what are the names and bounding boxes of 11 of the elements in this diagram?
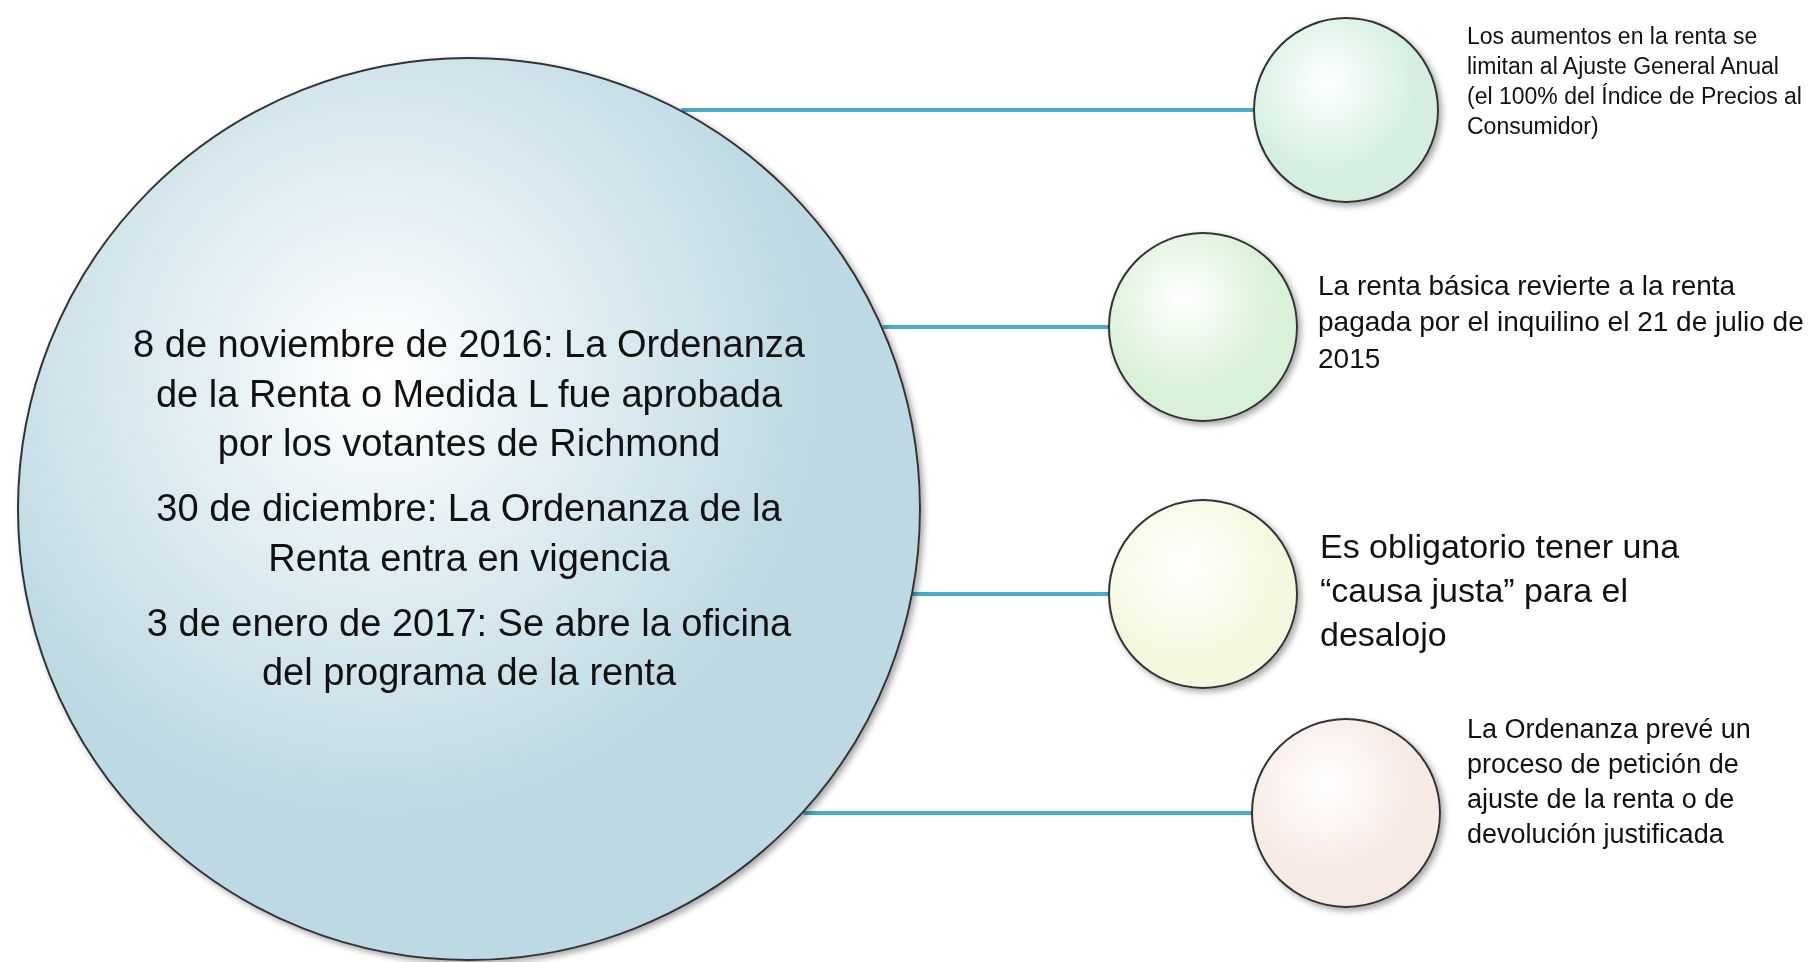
- note-text: Los aumentos en la renta se limitan al Ajuste General Anual (el 100% del Índice de Precios al Consumidor): [1467, 22, 1803, 141]
- connector-line: [803, 811, 1251, 815]
- node-text: 3 de enero de 2017: Se abre la oficina del programa de la renta: [145, 601, 793, 696]
- note-text: La renta básica revierte a la renta pagada por el inquilino el 21 de julio de 2015: [1318, 269, 1805, 376]
- connector-line: [912, 592, 1108, 596]
- connector-line: [882, 325, 1108, 329]
- note-text: Es obligatorio tener una “causa justa” para el desalojo: [1320, 526, 1681, 656]
- node-text: 8 de noviembre de 2016: La Ordenanza de la Renta o Medida L fue aprobada por los votantes de Richmond: [132, 322, 806, 466]
- note-text: La Ordenanza prevé un proceso de petición de ajuste de la renta o de devolución justificada: [1467, 713, 1752, 852]
- connector-line: [681, 108, 1253, 112]
- node-text: 30 de diciembre: La Ordenanza de la Renta entra en vigencia: [155, 486, 783, 581]
